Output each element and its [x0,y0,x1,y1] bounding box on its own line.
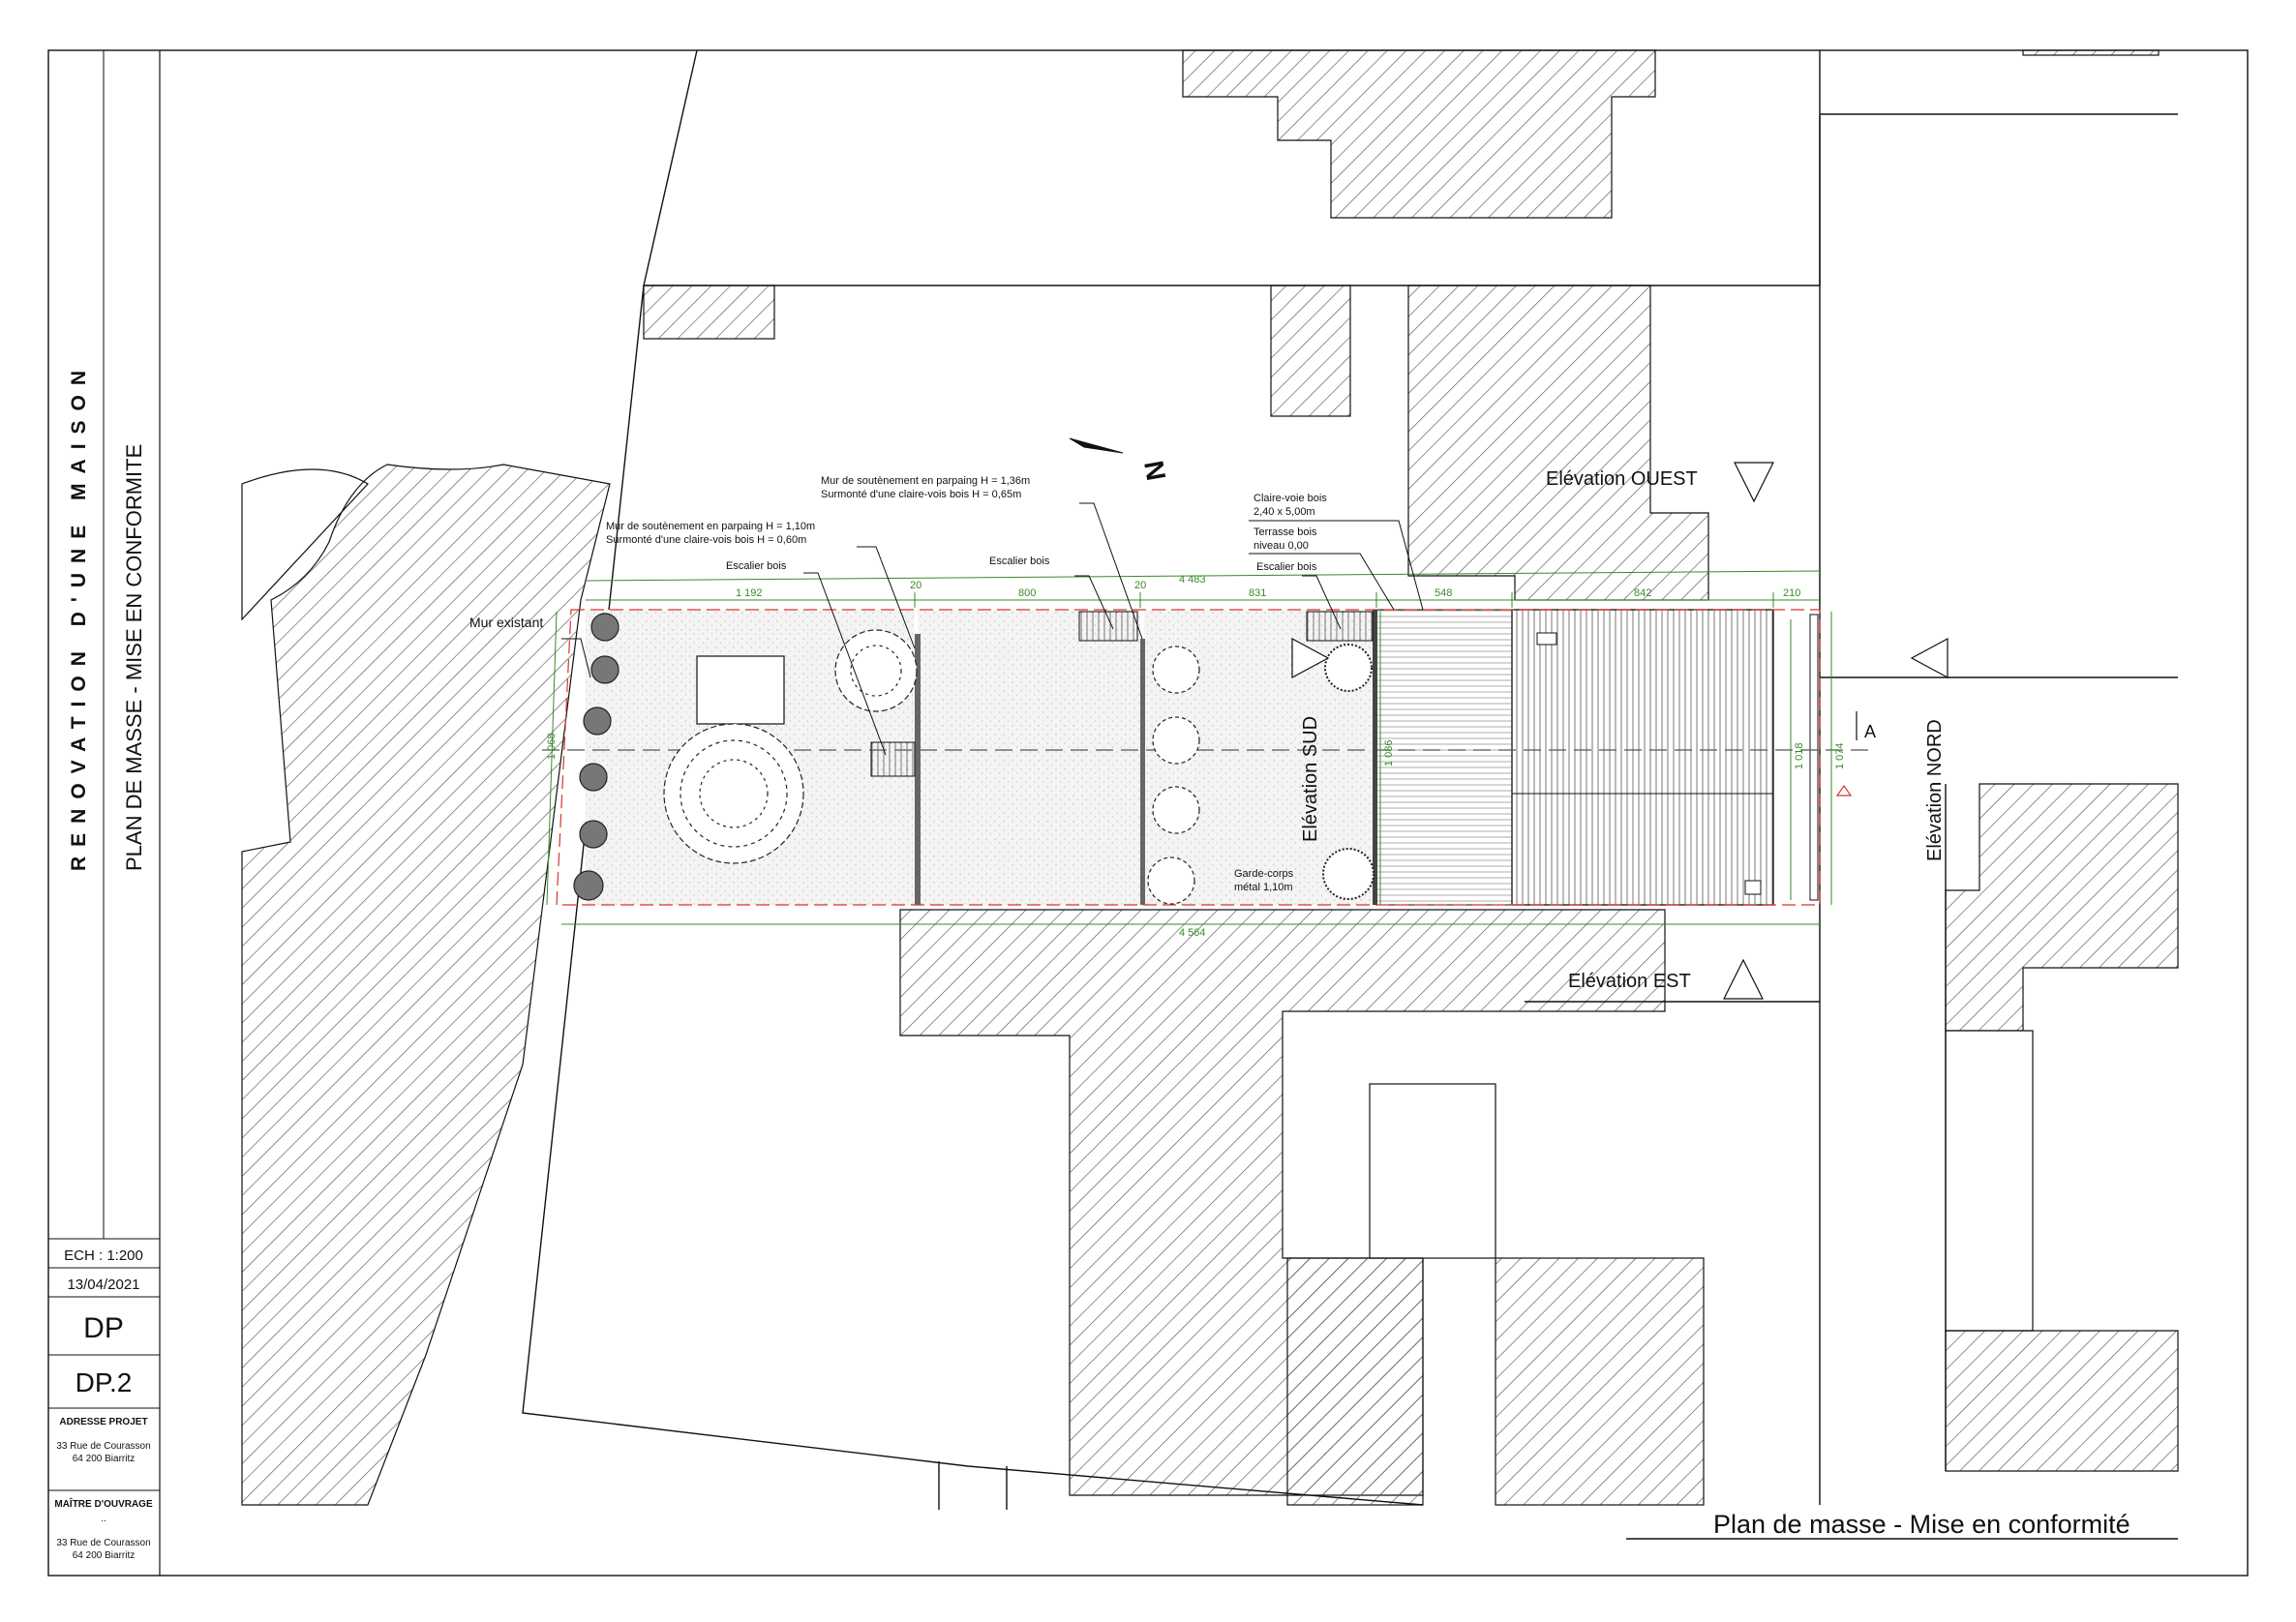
label-escalier-3: Escalier bois [1256,561,1317,573]
dim-20b: 20 [1134,580,1146,591]
bush [579,820,608,849]
dim-overall-top: 4 483 [1179,574,1206,586]
north-label: N [1138,459,1171,483]
shrub [1152,716,1200,765]
owner-name: .. [101,1514,106,1524]
label-garde-corps-line2: métal 1,10m [1234,882,1293,893]
dim-800: 800 [1018,587,1036,599]
leader-lines [561,502,1424,756]
dim-h-house: 1 018 [1794,742,1805,769]
elevation-est-triangle-icon [1723,958,1764,1000]
elevation-sud-triangle-icon [1291,637,1330,679]
garden-shed [696,655,785,725]
dim-1192: 1 192 [736,587,763,599]
label-mur-2-line1: Mur de soutènement en parpaing H = 1,36m [821,475,1030,487]
palm [1324,644,1373,692]
elevation-markers: Elévation OUEST Elévation EST Elévation … [1291,462,1949,1000]
north-arrow-icon [1069,437,1124,454]
dim-20a: 20 [910,580,921,591]
stair-2 [1078,611,1138,642]
existing-house [1511,609,1774,906]
elevation-est-label: Elévation EST [1568,971,1691,992]
label-terrasse-line2: niveau 0,00 [1254,540,1309,552]
project-title: RENOVATION D'UNE MAISON [68,361,90,871]
section-a-label: A [1864,722,1876,741]
shrub [1152,786,1200,834]
dim-h-right: 1 074 [1834,742,1846,769]
vegetation [573,613,1375,905]
tree [834,629,918,712]
dim-831: 831 [1249,587,1266,599]
stair-1 [870,741,916,777]
address-label: ADRESSE PROJET [59,1417,147,1427]
palm [1322,848,1375,900]
dimension-lines [546,570,1832,925]
tree [663,723,804,864]
dim-842: 842 [1634,587,1651,599]
shrub [1147,856,1195,905]
doc-number: DP.2 [76,1367,133,1397]
annotations: Mur existant Mur de soutènement en parpa… [469,475,1327,893]
dim-h-left: 1 068 [546,733,558,760]
address-line2: 64 200 Biarritz [73,1454,135,1464]
label-garde-corps-line1: Garde-corps [1234,868,1294,880]
parcel-lines [522,49,2178,1540]
cartouche: ECH : 1:200 13/04/2021 DP DP.2 ADRESSE P… [48,1238,160,1561]
project-parcel [542,609,1868,906]
bush [590,655,619,684]
label-mur-1-line2: Surmonté d'une claire-vois bois H = 0,60… [606,534,806,546]
label-claire-voie-line2: 2,40 x 5,00m [1254,506,1315,518]
north-arrow: N [1069,437,1171,483]
bush [579,763,608,792]
date-value: 13/04/2021 [67,1277,139,1293]
dim-548: 548 [1435,587,1452,599]
doc-type: DP [83,1312,124,1344]
dim-overall-bottom: 4 564 [1179,927,1206,939]
shrub [1152,646,1200,694]
claire-voie-deck [1375,609,1513,906]
neighbour-buildings [241,49,2179,1506]
label-escalier-1: Escalier bois [726,560,787,572]
scale-value: ECH : 1:200 [64,1247,143,1264]
bush [573,870,604,901]
label-mur-2-line2: Surmonté d'une claire-vois bois H = 0,65… [821,489,1021,500]
bush [583,706,612,736]
drawing-caption: Plan de masse - Mise en conformité [1713,1510,2130,1539]
dim-210: 210 [1783,587,1800,599]
owner-label: MAÎTRE D'OUVRAGE [54,1497,153,1510]
address-line1: 33 Rue de Courasson [56,1441,150,1452]
elevation-sud-label: Elévation SUD [1300,716,1321,842]
project-subtitle: PLAN DE MASSE - MISE EN CONFORMITE [122,444,146,871]
elevation-ouest-label: Elévation OUEST [1546,468,1698,490]
owner-line1: 33 Rue de Courasson [56,1538,150,1548]
bush [590,613,619,642]
label-escalier-2: Escalier bois [989,556,1050,567]
label-claire-voie-line1: Claire-voie bois [1254,493,1327,504]
elevation-nord-triangle-icon [1910,637,1949,679]
label-mur-1-line1: Mur de soutènement en parpaing H = 1,10m [606,521,815,532]
owner-line2: 64 200 Biarritz [73,1550,135,1561]
elevation-nord-label: Elévation NORD [1924,719,1946,861]
label-mur-existant: Mur existant [469,615,543,630]
label-terrasse-line1: Terrasse bois [1254,526,1317,538]
sheet-border [47,49,2249,1577]
section-arrow-icon [1835,784,1853,796]
elevation-ouest-triangle-icon [1734,462,1774,503]
dim-h-mid: 1 086 [1383,739,1395,766]
